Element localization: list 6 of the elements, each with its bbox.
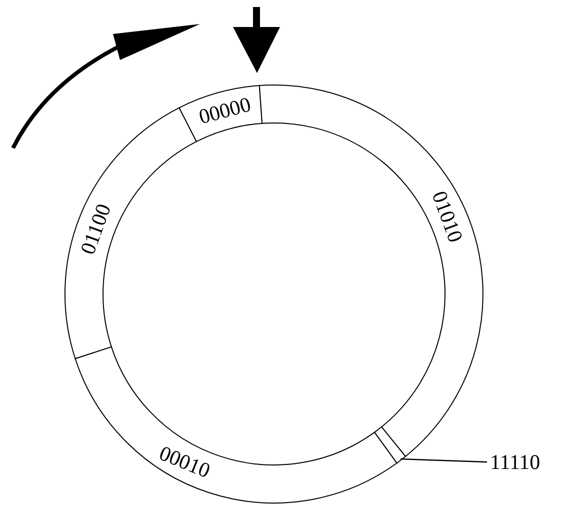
code-label: 01100	[75, 200, 116, 258]
code-label: 00000	[196, 92, 254, 129]
code-label: 01010	[427, 188, 468, 246]
code-label: 00010	[156, 440, 214, 483]
leader-line	[400, 458, 488, 463]
code-label: 11110	[490, 450, 540, 474]
